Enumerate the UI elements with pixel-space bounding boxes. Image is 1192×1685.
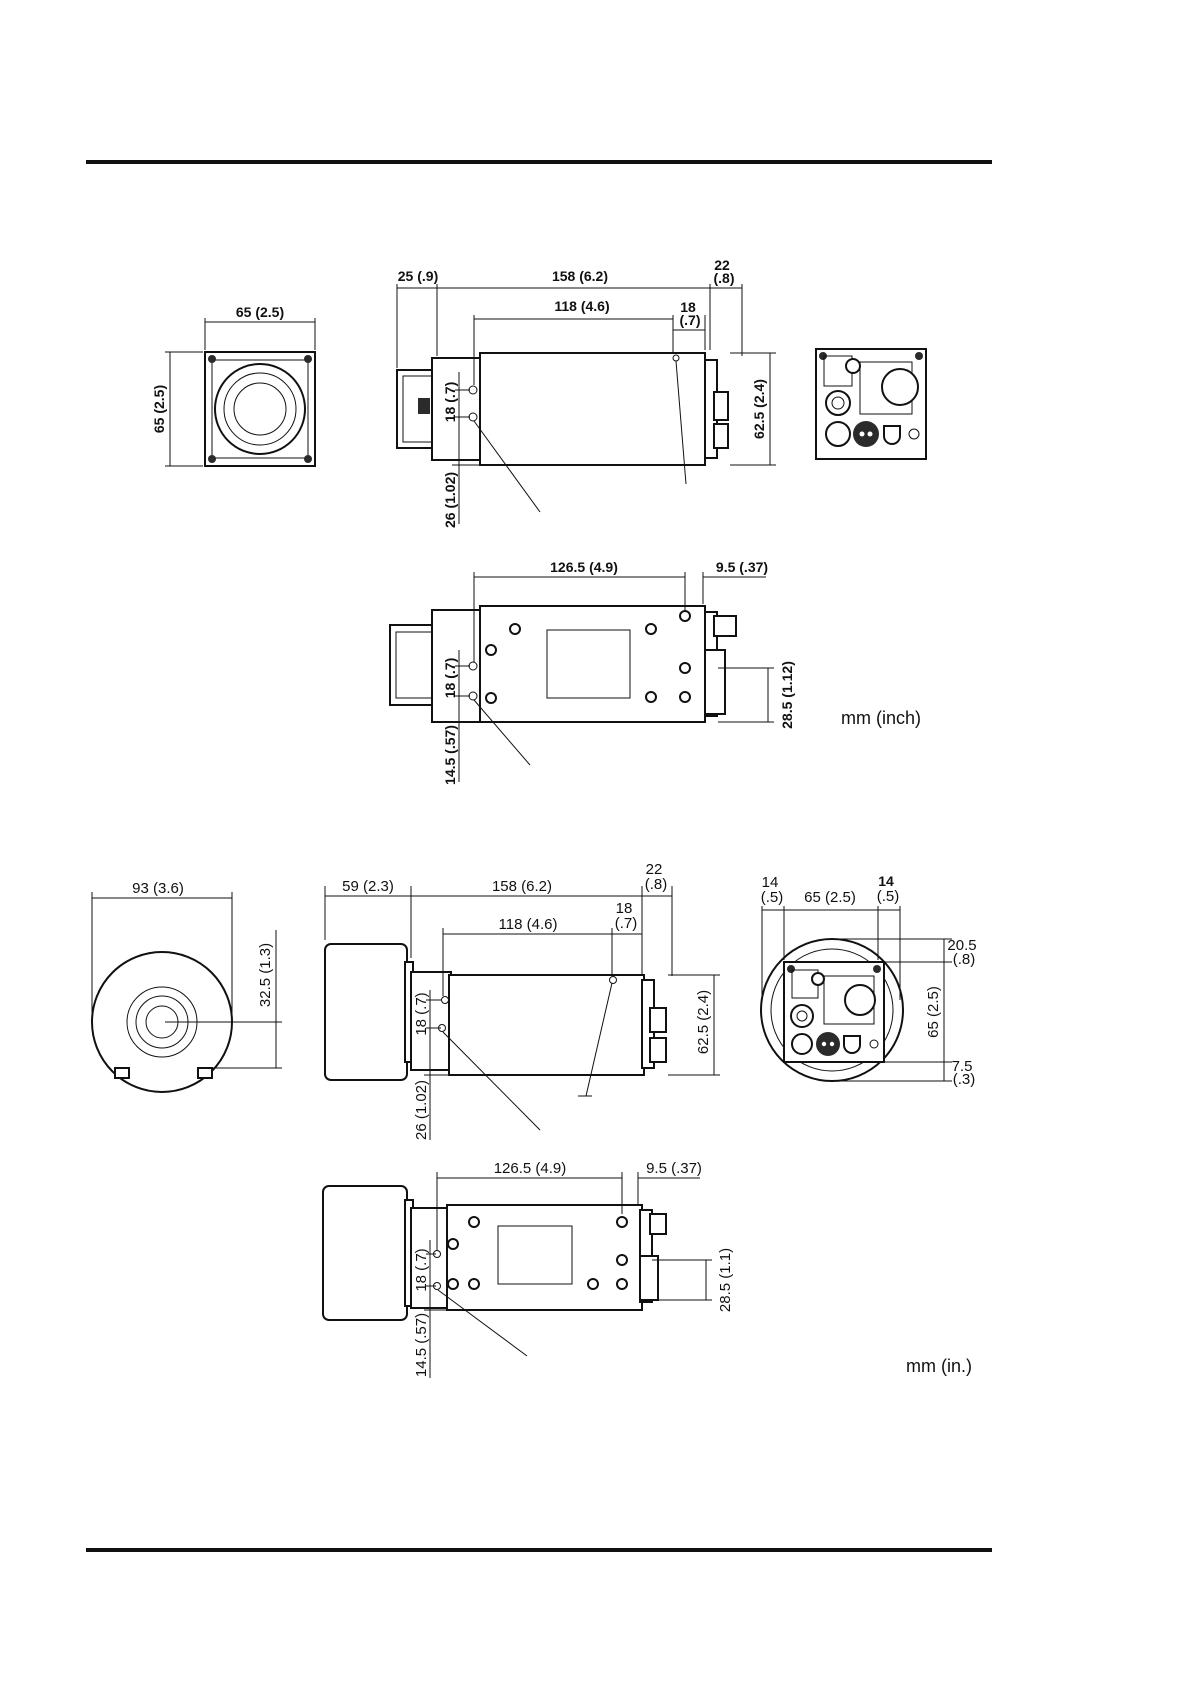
d2-side-lens: 59 (2.3) (342, 878, 394, 895)
d2-front-view: 93 (3.6) 32.5 (1.3) (91, 880, 282, 1093)
d1-rear-view (815, 348, 927, 460)
d2-rear-bottom-bottom: (.3) (953, 1071, 976, 1088)
d1-side-hole-vertical: 18 (.7) (442, 382, 458, 422)
diagram-1: 65 (2.5) 65 (2.5) (151, 257, 927, 528)
d2-rear-right-top: 14 (878, 873, 894, 889)
d2-side-view: 59 (2.3) 158 (6.2) 22 (.8) 118 (4.6) 18 … (324, 861, 720, 1140)
d2-rear-left-bottom: (.5) (761, 889, 784, 906)
d2-bottom-holes: 126.5 (4.9) (494, 1160, 567, 1177)
d2-side-holes: 118 (4.6) (499, 916, 558, 933)
d2-bottom-hole-bottom: 14.5 (.57) (413, 1313, 430, 1377)
d2-side-rear-hole-bottom: (.7) (615, 915, 638, 932)
d1-bottom-rear: 9.5 (.37) (716, 559, 768, 575)
d2-bottom-rear: 9.5 (.37) (646, 1160, 702, 1177)
d1-bottom-hole-vertical: 18 (.7) (442, 658, 458, 698)
d2-rear-width: 65 (2.5) (804, 889, 856, 906)
d1-side-holes: 118 (4.6) (554, 298, 609, 314)
d2-rear-right-bottom: (.5) (877, 888, 900, 905)
d1-side-rear-hole-bottom: (.7) (680, 312, 701, 328)
d2-unit-label: mm (in.) (906, 1356, 972, 1376)
d1-bottom-holes: 126.5 (4.9) (550, 559, 618, 575)
d2-rear-bottom-top: 7.5 (952, 1058, 973, 1075)
d2-side-body: 158 (6.2) (492, 878, 552, 895)
d2-side-rear-hole-top: 18 (616, 900, 633, 917)
d1-side-rear-hole-top: 18 (680, 299, 696, 315)
d1-side-view: 25 (.9) 158 (6.2) 22 (.8) 118 (4.6) 18 (… (396, 257, 776, 528)
d2-side-hole-bottom: 26 (1.02) (413, 1080, 430, 1140)
d2-side-rear-bottom: (.8) (645, 876, 668, 893)
d2-bottom-hole-vertical: 18 (.7) (413, 1248, 430, 1291)
d2-bottom-view: 126.5 (4.9) 9.5 (.37) 28.5 (1.1) 18 (.7)… (322, 1160, 972, 1378)
d1-side-lens: 25 (.9) (398, 268, 438, 284)
diagram-2: 93 (3.6) 32.5 (1.3) (91, 861, 977, 1140)
d2-front-offset: 32.5 (1.3) (257, 943, 274, 1007)
d1-bottom-connector: 28.5 (1.12) (779, 661, 795, 729)
d1-front-width: 65 (2.5) (236, 304, 284, 320)
d2-rear-top-bottom: (.8) (953, 951, 976, 968)
d2-side-height: 62.5 (2.4) (695, 990, 712, 1054)
d1-unit-label: mm (inch) (841, 708, 921, 728)
d2-front-width: 93 (3.6) (132, 880, 184, 897)
d2-bottom-connector: 28.5 (1.1) (717, 1248, 734, 1312)
d1-side-rear-top: 22 (714, 257, 730, 273)
d2-rear-left-top: 14 (762, 874, 779, 891)
d1-side-body: 158 (6.2) (552, 268, 608, 284)
d1-front-height: 65 (2.5) (151, 385, 167, 433)
d1-bottom-hole-bottom: 14.5 (.57) (442, 725, 458, 785)
d2-side-hole-vertical: 18 (.7) (413, 992, 430, 1035)
d1-front-view: 65 (2.5) 65 (2.5) (151, 304, 316, 467)
d1-side-rear-bottom: (.8) (714, 270, 735, 286)
d2-rear-view: 14 (.5) 65 (2.5) 14 (.5) 20.5 (.8) 65 (2… (760, 873, 977, 1088)
d2-rear-top-top: 20.5 (947, 937, 976, 954)
d1-side-hole-bottom: 26 (1.02) (442, 472, 458, 528)
d1-bottom-view: 126.5 (4.9) 9.5 (.37) 28.5 (1.12) 18 (.7… (389, 559, 921, 785)
d2-rear-height: 65 (2.5) (925, 986, 942, 1038)
d1-side-height: 62.5 (2.4) (751, 379, 767, 439)
d2-side-rear-top: 22 (646, 861, 663, 878)
